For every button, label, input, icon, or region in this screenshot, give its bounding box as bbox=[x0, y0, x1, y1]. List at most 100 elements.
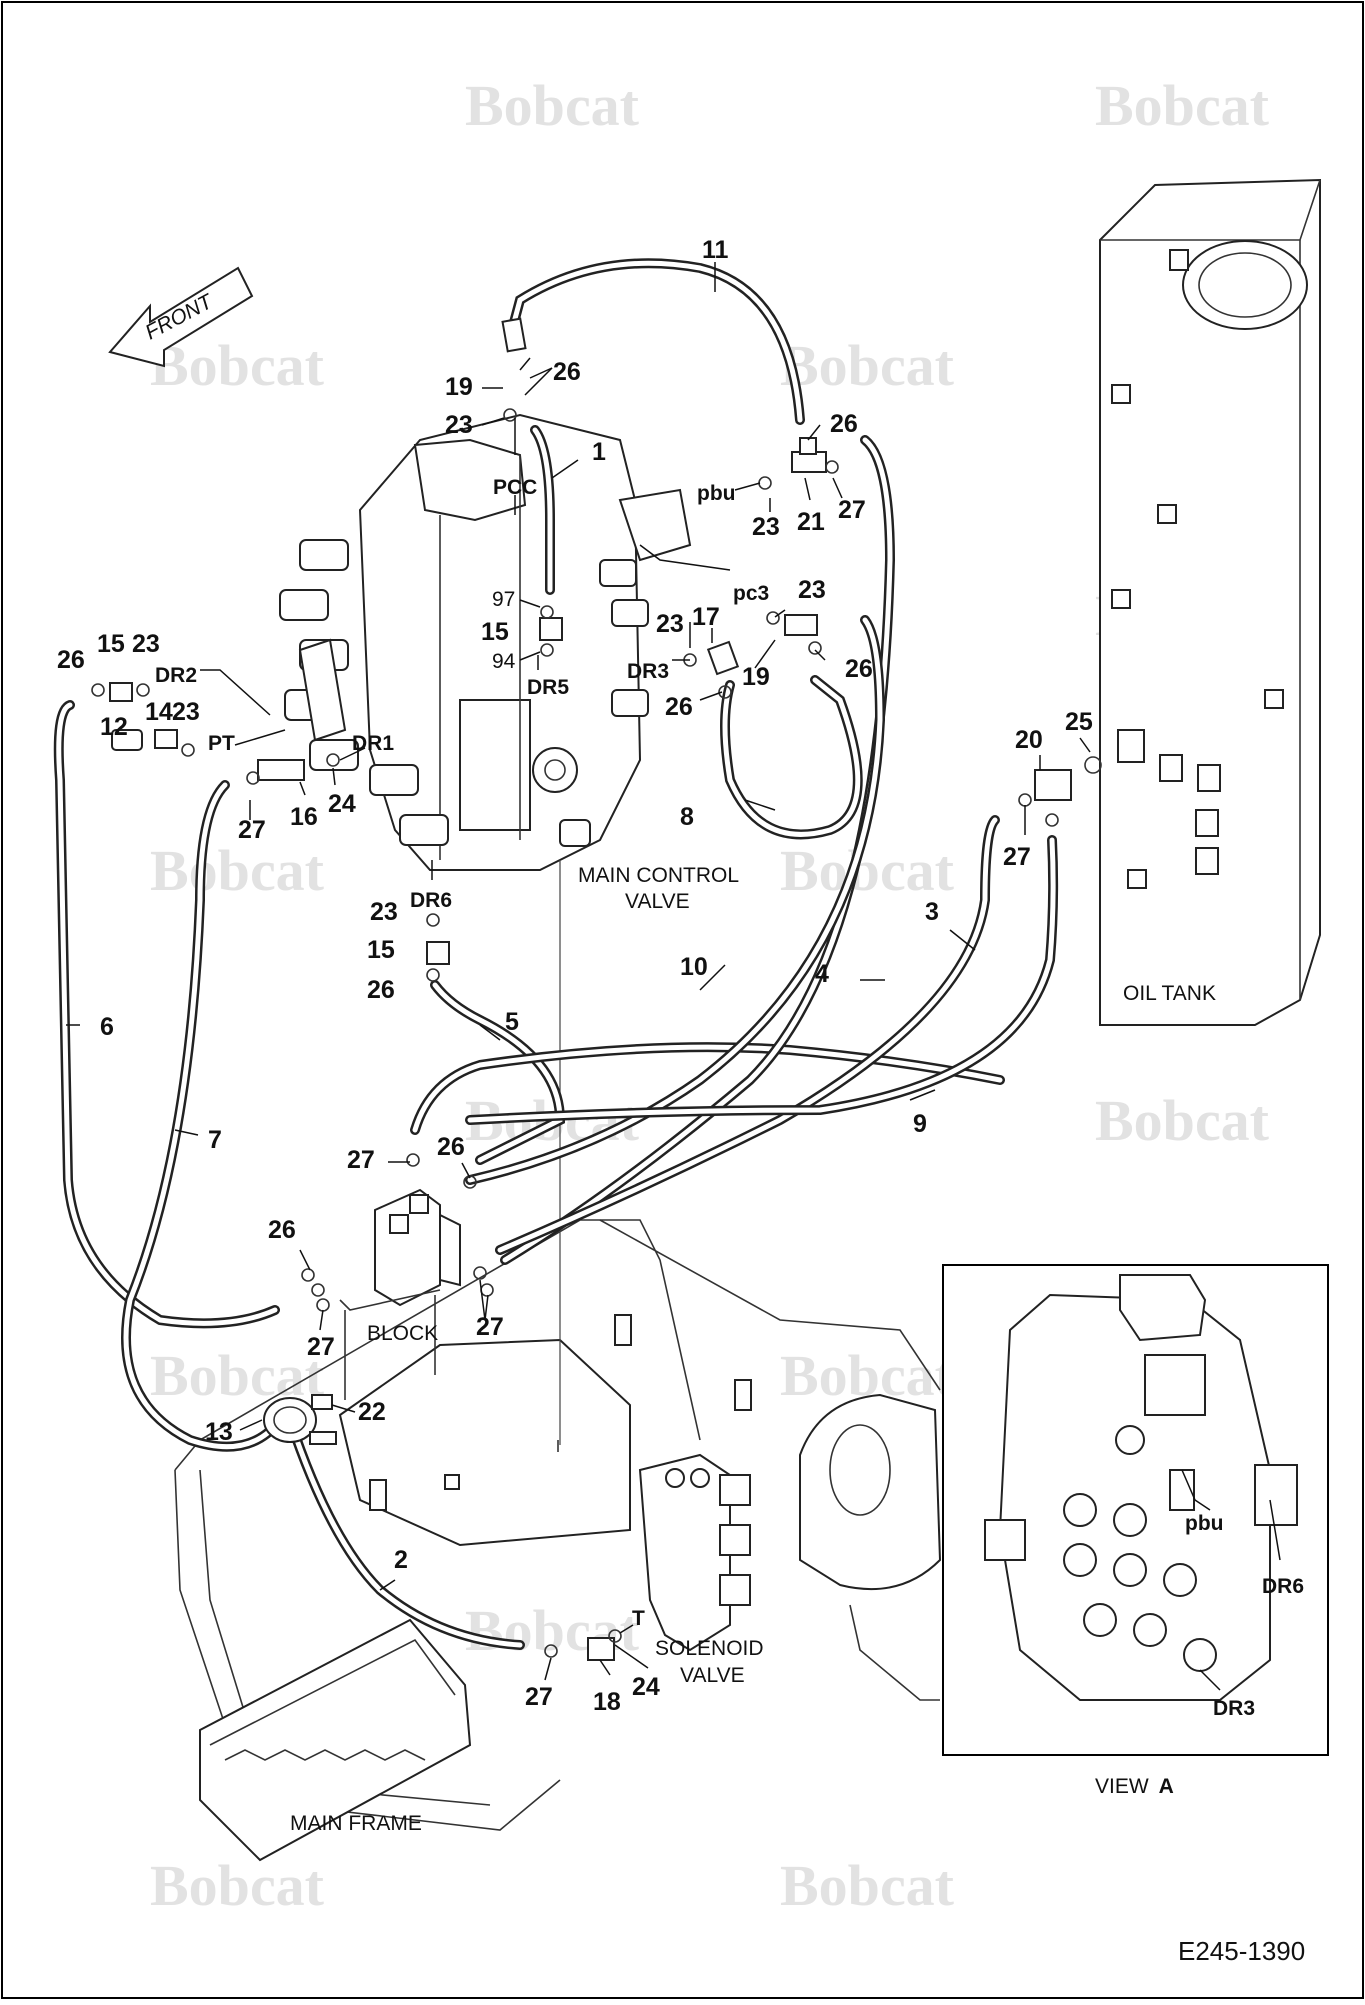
callouts: 11 1 19 26 23 26 23 21 27 23 17 23 19 26… bbox=[57, 236, 1093, 1716]
oil-tank-flange bbox=[1182, 240, 1308, 330]
leader-23c bbox=[774, 609, 786, 618]
leader-dr1 bbox=[339, 747, 366, 761]
o-ring bbox=[544, 1644, 558, 1658]
mcv-top-cover bbox=[413, 438, 527, 522]
fittings bbox=[109, 317, 1072, 1661]
o-ring bbox=[1084, 756, 1102, 774]
clamp-plate bbox=[309, 1431, 337, 1445]
leader-7 bbox=[174, 1129, 199, 1136]
callout-26: 26 bbox=[367, 976, 395, 1004]
port-labels: PCC pbu pc3 DR2 DR1 DR3 DR5 DR6 PT T 97 … bbox=[155, 476, 769, 1630]
callout-23: 23 bbox=[370, 898, 398, 926]
leader-13 bbox=[239, 1419, 263, 1431]
callout-27: 27 bbox=[1003, 843, 1031, 871]
hose-3-inner bbox=[497, 817, 998, 1253]
tee-fitting-21-top bbox=[799, 437, 817, 455]
callout-13: 13 bbox=[205, 1418, 233, 1446]
watermark: Bobcat bbox=[465, 73, 640, 138]
leader-pbu bbox=[734, 482, 761, 491]
o-ring bbox=[426, 968, 440, 982]
leader-3 bbox=[949, 929, 976, 951]
mcv-spool-cap bbox=[399, 814, 449, 846]
frame-bracket bbox=[734, 1379, 752, 1411]
tank-port bbox=[1195, 809, 1219, 837]
callout-24: 24 bbox=[328, 790, 356, 818]
main-frame: MAIN FRAME bbox=[174, 1219, 942, 1862]
o-ring bbox=[1045, 813, 1059, 827]
port-pt: PT bbox=[208, 732, 235, 755]
o-ring bbox=[718, 685, 732, 699]
hose-11 bbox=[507, 258, 805, 425]
leader-26c bbox=[814, 649, 826, 661]
hose-11-inner bbox=[509, 260, 803, 423]
clamp-ring bbox=[263, 1397, 317, 1443]
callout-26: 26 bbox=[830, 410, 858, 438]
watermark: Bobcat bbox=[1095, 73, 1270, 138]
step bbox=[199, 1618, 472, 1862]
callout-18: 18 bbox=[593, 1688, 621, 1716]
callout-23: 23 bbox=[445, 411, 473, 439]
leader-27e bbox=[319, 1309, 324, 1331]
leader-view-a-dr3 bbox=[1199, 1669, 1221, 1691]
mcv-spool-cap bbox=[309, 739, 359, 771]
callout-26: 26 bbox=[437, 1133, 465, 1161]
view-a-cover bbox=[1144, 1354, 1206, 1416]
mcv-side-cover bbox=[298, 638, 347, 742]
callout-15: 15 bbox=[367, 936, 395, 964]
solenoid-coil bbox=[719, 1474, 751, 1506]
view-a-spool bbox=[1063, 1493, 1097, 1527]
leader-pc3 bbox=[639, 544, 731, 571]
port-dr5: DR5 bbox=[527, 676, 569, 699]
hose-8-inner bbox=[722, 677, 861, 837]
o-ring bbox=[463, 1175, 477, 1189]
part-94: 94 bbox=[492, 650, 516, 673]
callout-26: 26 bbox=[845, 655, 873, 683]
o-rings bbox=[91, 408, 1102, 1658]
watermark: Bobcat bbox=[150, 838, 325, 903]
leader-24b bbox=[614, 1644, 649, 1669]
mcv-spool-cap bbox=[299, 539, 349, 571]
callout-15: 15 bbox=[97, 630, 125, 658]
o-ring bbox=[503, 408, 517, 422]
leader-1 bbox=[519, 357, 531, 371]
o-ring bbox=[91, 683, 105, 697]
callout-7: 7 bbox=[208, 1126, 222, 1154]
watermark: Bobcat bbox=[150, 1853, 325, 1918]
view-a-dr6-label: DR6 bbox=[1262, 1575, 1304, 1598]
callout-4: 4 bbox=[815, 960, 829, 988]
leader-lines bbox=[66, 262, 1091, 1681]
callout-6: 6 bbox=[100, 1013, 114, 1041]
tank-port bbox=[1159, 754, 1183, 782]
view-a-dr6-port bbox=[1254, 1464, 1298, 1526]
o-ring bbox=[301, 1268, 315, 1282]
hose-4-inner bbox=[502, 437, 893, 1263]
leader-1 bbox=[551, 459, 579, 479]
callout-20: 20 bbox=[1015, 726, 1043, 754]
view-a-top-block bbox=[1119, 1274, 1207, 1342]
hose-8 bbox=[720, 675, 863, 840]
leader-view-a-pbu bbox=[1181, 1469, 1211, 1511]
leader-27f bbox=[479, 1279, 486, 1321]
solenoid-valve-label-1: SOLENOID bbox=[655, 1637, 764, 1660]
mcv-solenoid-core bbox=[544, 759, 566, 781]
callout-21: 21 bbox=[797, 508, 825, 536]
leader-t bbox=[619, 1624, 634, 1634]
tank-boss bbox=[1111, 589, 1131, 609]
leader-8 bbox=[744, 799, 776, 811]
callout-27: 27 bbox=[838, 496, 866, 524]
callout-23: 23 bbox=[798, 576, 826, 604]
leader-9 bbox=[909, 1089, 936, 1101]
callout-24: 24 bbox=[632, 1673, 660, 1701]
leader-23 bbox=[481, 417, 505, 426]
leader-27f bbox=[484, 1294, 489, 1321]
leader-2 bbox=[379, 1579, 396, 1591]
watermark: Bobcat bbox=[780, 333, 955, 398]
leader-5 bbox=[479, 1024, 501, 1041]
callout-27: 27 bbox=[476, 1313, 504, 1341]
tank-port bbox=[1117, 729, 1145, 763]
o-ring bbox=[473, 1266, 487, 1280]
main-control-valve: MAIN CONTROL VALVE bbox=[279, 413, 739, 1445]
main-frame-label: MAIN FRAME bbox=[290, 1812, 422, 1835]
